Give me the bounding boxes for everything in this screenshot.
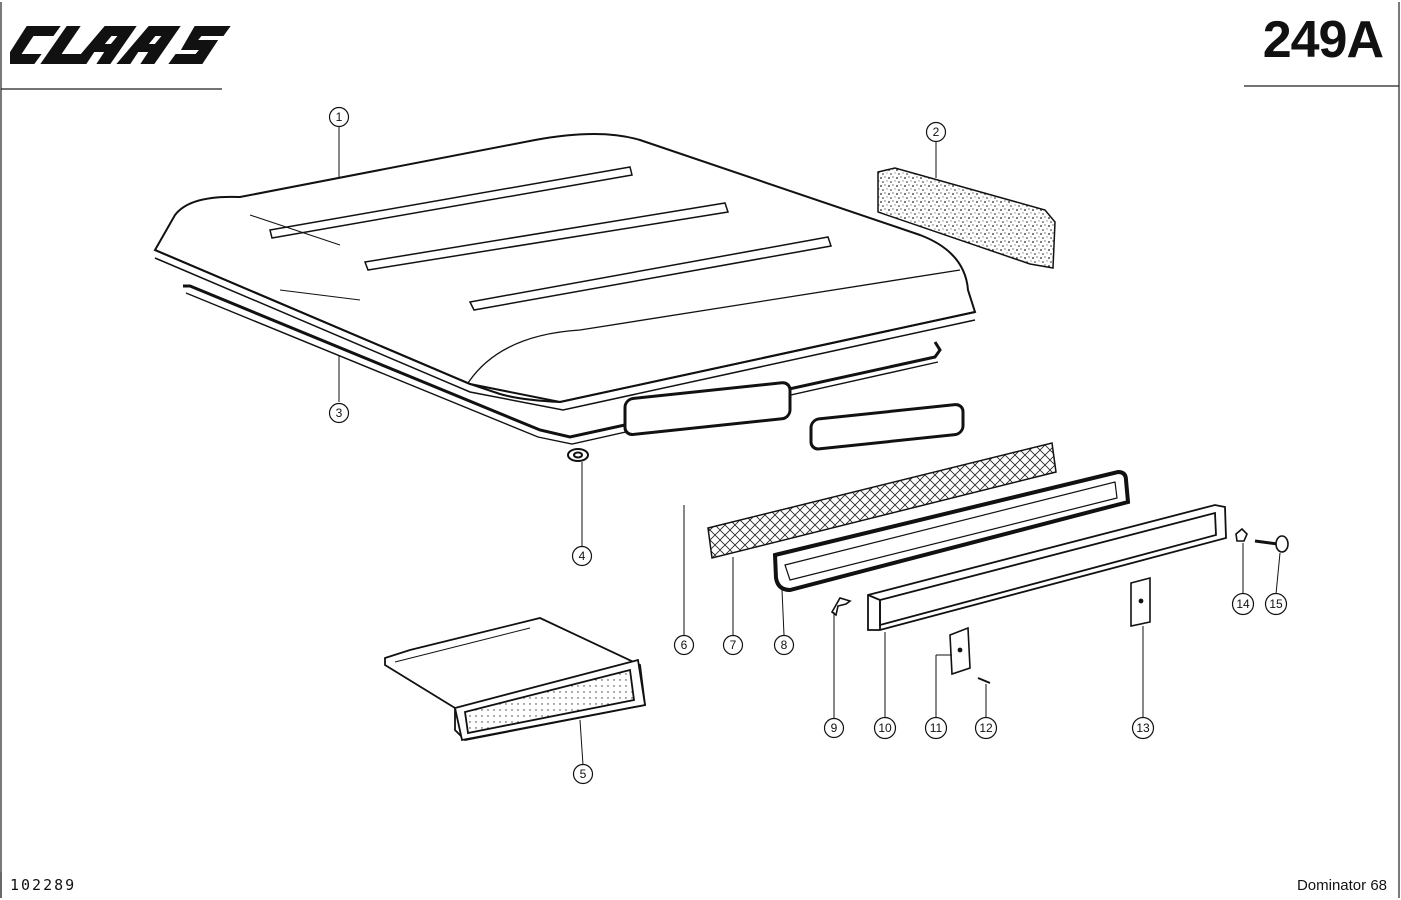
part-roof xyxy=(153,133,977,411)
callout-label-15: 15 xyxy=(1269,597,1283,611)
plate-number: 249A xyxy=(1262,11,1384,69)
callout-label-13: 13 xyxy=(1136,721,1150,735)
callout-label-9: 9 xyxy=(831,721,838,735)
callout-6: 6 xyxy=(673,634,695,656)
callout-10: 10 xyxy=(873,716,897,740)
callout-11: 11 xyxy=(924,716,948,740)
callout-label-4: 4 xyxy=(579,549,586,563)
callout-label-3: 3 xyxy=(336,406,343,420)
part-small-hardware xyxy=(830,527,1289,684)
callout-label-6: 6 xyxy=(681,638,688,652)
part-washer xyxy=(567,448,589,462)
callout-1: 1 xyxy=(328,106,350,128)
callout-label-1: 1 xyxy=(336,110,343,124)
callout-14: 14 xyxy=(1231,592,1255,616)
callout-12: 12 xyxy=(974,716,998,740)
callout-2: 2 xyxy=(925,121,947,143)
part-gasket xyxy=(772,469,1131,593)
drawing-code: 102289 xyxy=(10,876,77,894)
part-mesh xyxy=(707,442,1057,559)
model-name: Dominator 68 xyxy=(1296,877,1387,894)
callout-label-10: 10 xyxy=(878,721,892,735)
callout-8: 8 xyxy=(773,634,795,656)
callout-label-5: 5 xyxy=(580,767,587,781)
callout-label-12: 12 xyxy=(979,721,993,735)
callout-9: 9 xyxy=(823,717,845,739)
part-air-inlet xyxy=(384,617,647,742)
callout-leaders xyxy=(338,126,1281,766)
callout-label-7: 7 xyxy=(730,638,737,652)
callout-13: 13 xyxy=(1131,716,1155,740)
callout-5: 5 xyxy=(572,763,594,785)
callout-label-14: 14 xyxy=(1236,597,1250,611)
callout-4: 4 xyxy=(571,545,593,567)
callout-3: 3 xyxy=(328,402,350,424)
callouts: 1 2 3 4 5 6 7 8 9 10 11 12 13 14 15 xyxy=(328,106,1288,785)
claas-logo xyxy=(10,26,231,64)
callout-label-11: 11 xyxy=(930,721,943,735)
callout-label-2: 2 xyxy=(933,125,940,139)
part-channel xyxy=(867,504,1227,631)
callout-label-8: 8 xyxy=(781,638,788,652)
part-panel xyxy=(877,167,1056,269)
callout-15: 15 xyxy=(1264,592,1288,616)
callout-7: 7 xyxy=(722,634,744,656)
part-frames xyxy=(623,381,965,451)
